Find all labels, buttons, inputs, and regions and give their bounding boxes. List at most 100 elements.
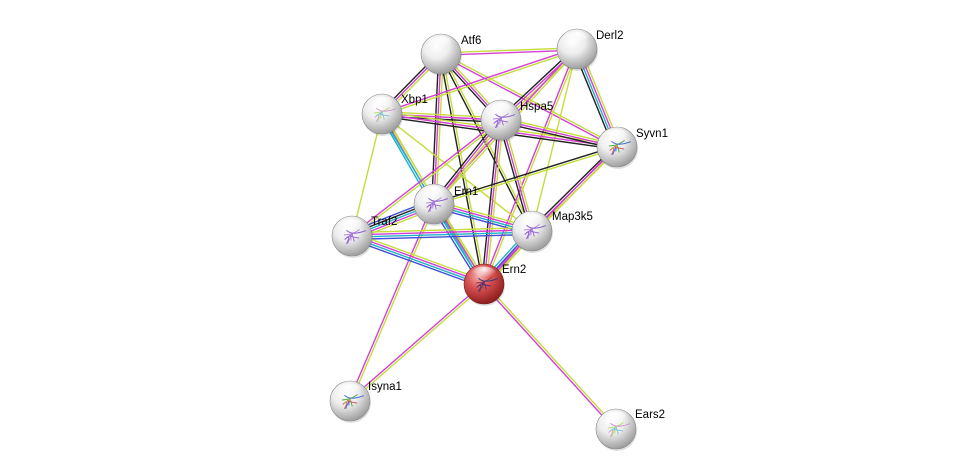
node-highlight bbox=[564, 31, 590, 46]
node-label-traf2: Traf2 bbox=[371, 216, 397, 228]
structure-strand bbox=[609, 426, 618, 432]
node-highlight bbox=[428, 36, 454, 51]
node-highlight bbox=[519, 213, 545, 228]
node-highlight bbox=[337, 383, 363, 398]
edge-atf6-ern1[interactable] bbox=[431, 53, 444, 205]
node-xbp1[interactable]: Xbp1 bbox=[361, 93, 428, 136]
node-label-atf6: Atf6 bbox=[461, 35, 481, 47]
edge-line-coexpression bbox=[431, 53, 440, 204]
edge-line-textmining bbox=[352, 120, 503, 238]
node-highlight bbox=[488, 102, 514, 117]
node-syvn1[interactable]: Syvn1 bbox=[596, 126, 668, 169]
edge-line-homology bbox=[350, 238, 484, 288]
node-highlight bbox=[604, 129, 630, 144]
node-derl2[interactable]: Derl2 bbox=[556, 28, 623, 71]
edge-line-experiments bbox=[483, 119, 502, 285]
structure-strand bbox=[347, 236, 352, 244]
node-ern2[interactable]: Ern2 bbox=[463, 263, 526, 306]
structure-strand bbox=[609, 147, 615, 156]
structure-strand bbox=[493, 120, 499, 129]
structure-strand bbox=[426, 204, 432, 213]
edge-line-textmining bbox=[382, 49, 578, 116]
structure-strand bbox=[344, 236, 350, 245]
node-map3k5[interactable]: Map3k5 bbox=[511, 210, 593, 253]
edge-line-experiments bbox=[351, 229, 532, 236]
node-label-map3k5: Map3k5 bbox=[552, 211, 593, 223]
node-highlight bbox=[471, 266, 497, 281]
edge-line-experiments bbox=[433, 53, 442, 205]
structure-strand bbox=[476, 284, 482, 293]
edge-line-textmining bbox=[351, 226, 532, 234]
node-label-syvn1: Syvn1 bbox=[636, 128, 668, 140]
edge-line-experiments bbox=[381, 47, 577, 114]
edge-traf2-map3k5[interactable] bbox=[351, 226, 533, 241]
edge-line-experiments bbox=[348, 282, 484, 401]
structure-strand bbox=[379, 113, 390, 117]
node-ears2[interactable]: Ears2 bbox=[595, 408, 665, 451]
edge-derl2-xbp1[interactable] bbox=[381, 47, 578, 116]
node-label-ears2: Ears2 bbox=[635, 409, 665, 421]
edge-hspa5-ern2[interactable] bbox=[481, 119, 504, 285]
edge-syvn1-ern1[interactable] bbox=[433, 145, 618, 206]
structure-strand bbox=[498, 118, 509, 123]
node-hspa5[interactable]: Hspa5 bbox=[480, 99, 553, 142]
node-traf2[interactable]: Traf2 bbox=[331, 215, 397, 258]
edge-ern2-isyna1[interactable] bbox=[348, 282, 486, 403]
node-highlight bbox=[339, 218, 365, 233]
node-label-derl2: Derl2 bbox=[596, 30, 623, 42]
structure-strand bbox=[345, 401, 350, 409]
edge-line-textmining bbox=[485, 120, 504, 285]
node-highlight bbox=[603, 411, 629, 426]
structure-strand bbox=[612, 147, 617, 155]
structure-strand bbox=[525, 228, 534, 234]
edge-line-experiments bbox=[482, 284, 616, 431]
node-label-ern1: Ern1 bbox=[454, 186, 478, 198]
structure-strand bbox=[479, 284, 484, 292]
edge-line-textmining bbox=[352, 232, 486, 282]
node-highlight bbox=[369, 96, 395, 111]
edge-line-textmining bbox=[484, 282, 618, 429]
edge-atf6-derl2[interactable] bbox=[440, 47, 578, 56]
node-atf6[interactable]: Atf6 bbox=[420, 33, 481, 76]
structure-strand bbox=[608, 429, 614, 438]
structure-strand bbox=[431, 202, 442, 207]
node-label-isyna1: Isyna1 bbox=[368, 381, 402, 393]
structure-strand bbox=[429, 204, 434, 212]
node-label-xbp1: Xbp1 bbox=[401, 94, 428, 106]
structure-strand bbox=[481, 282, 492, 287]
edge-traf2-ern2[interactable] bbox=[350, 232, 486, 288]
node-isyna1[interactable]: Isyna1 bbox=[329, 380, 402, 423]
edge-line-coexpression bbox=[433, 145, 617, 204]
edge-line-textmining bbox=[484, 49, 579, 285]
structure-strand bbox=[529, 229, 540, 234]
edge-derl2-ern2[interactable] bbox=[482, 48, 579, 285]
structure-strand bbox=[349, 234, 360, 239]
edge-line-textmining bbox=[440, 47, 577, 54]
structure-strand bbox=[427, 201, 436, 207]
structure-strand bbox=[374, 114, 380, 123]
node-ern1[interactable]: Ern1 bbox=[413, 183, 478, 226]
edge-line-experiments bbox=[352, 234, 485, 284]
edge-line-textmining bbox=[350, 284, 486, 403]
edge-line-databases bbox=[352, 231, 533, 238]
edge-line-coexpression bbox=[481, 119, 500, 284]
edge-ern2-ears2[interactable] bbox=[482, 282, 618, 431]
edge-line-experiments bbox=[482, 48, 577, 284]
edge-line-experiments bbox=[350, 118, 501, 236]
structure-strand bbox=[613, 428, 624, 432]
structure-strand bbox=[375, 111, 384, 117]
node-label-ern2: Ern2 bbox=[502, 264, 526, 276]
structure-strand bbox=[494, 117, 503, 123]
structure-strand bbox=[614, 145, 625, 150]
node-highlight bbox=[421, 186, 447, 201]
structure-strand bbox=[347, 399, 358, 404]
edge-line-databases bbox=[351, 236, 484, 286]
edge-xbp1-traf2[interactable] bbox=[351, 113, 383, 237]
structure-strand bbox=[343, 398, 352, 404]
structure-strand bbox=[477, 281, 486, 287]
structure-strand bbox=[496, 120, 501, 128]
edge-hspa5-traf2[interactable] bbox=[350, 118, 503, 238]
structure-strand bbox=[610, 144, 619, 150]
